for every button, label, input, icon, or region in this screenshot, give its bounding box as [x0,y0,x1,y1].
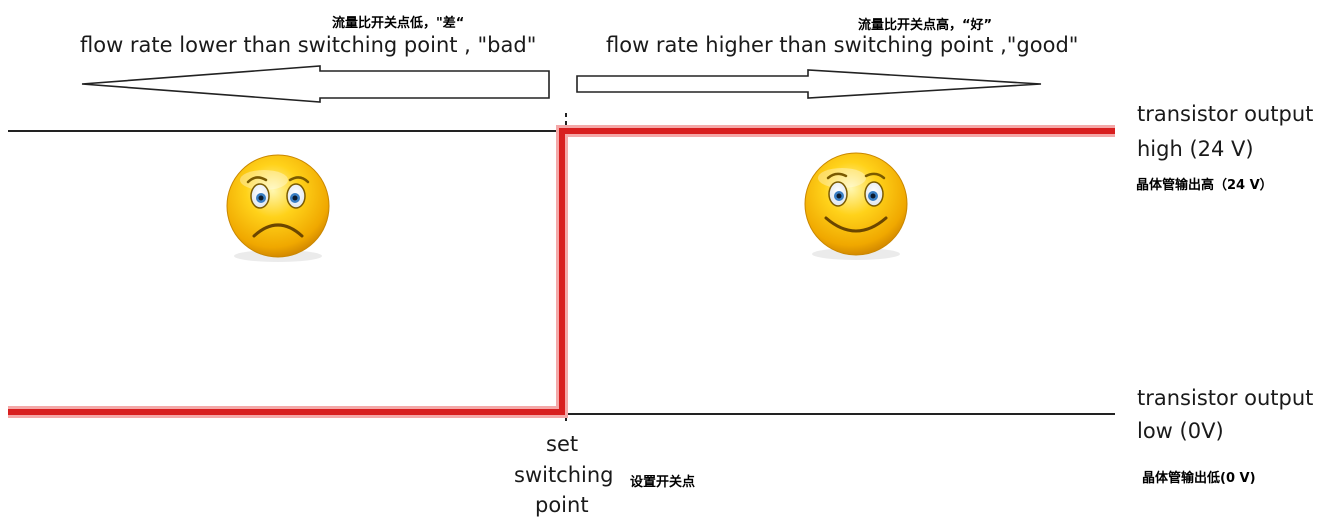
low-output-label-line1: transistor output [1137,386,1314,410]
switching-point-label-line3: point [535,493,589,517]
switching-point-label-line2: switching [514,463,614,487]
low-output-label-line2: low (0V) [1137,419,1224,443]
switching-point-cn-label: 设置开关点 [630,475,696,490]
right-arrow [576,69,1042,99]
output-signal-line [8,128,1115,415]
high-output-label-line1: transistor output [1137,102,1314,126]
left-direction-cn-label: 流量比开关点低，"差“ [332,16,465,31]
left-arrow [81,65,550,103]
right-direction-cn-label: 流量比开关点高，“好” [858,18,993,33]
right-direction-en-label: flow rate higher than switching point ,"… [606,33,1079,57]
left-direction-en-label: flow rate lower than switching point , "… [80,33,537,57]
happy-face-icon [804,152,908,260]
low-output-cn-label: 晶体管输出低(0 V) [1142,471,1256,486]
sad-face-icon [226,154,330,262]
high-output-label-line2: high (24 V) [1137,137,1254,161]
switching-point-label-line1: set [546,432,579,456]
high-output-cn-label: 晶体管输出高（24 V） [1136,178,1273,193]
